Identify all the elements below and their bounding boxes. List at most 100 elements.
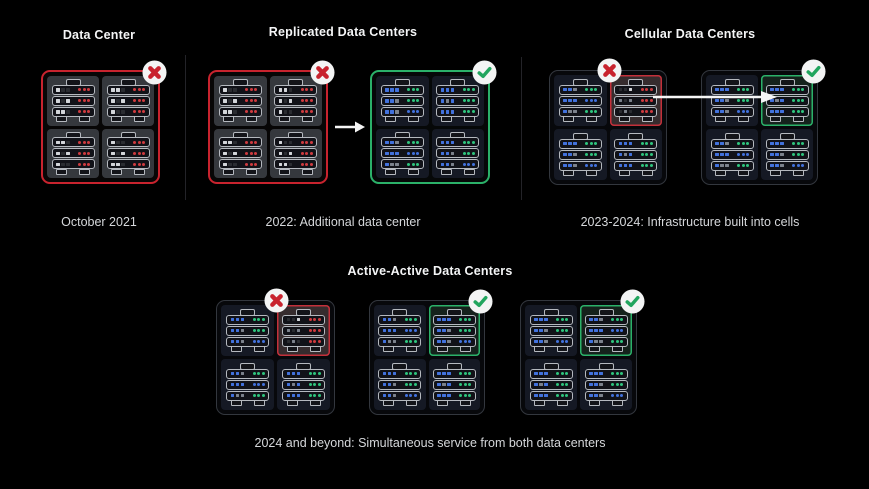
server-cell — [269, 128, 322, 178]
server-rack — [432, 309, 476, 352]
server-unit — [432, 379, 476, 390]
server-unit — [226, 325, 269, 336]
error-badge — [142, 60, 167, 85]
server-unit — [436, 95, 480, 106]
server-unit — [378, 379, 422, 390]
server-cell — [431, 128, 484, 178]
server-unit — [218, 95, 262, 106]
success-badge — [620, 289, 645, 314]
caption-cellular: 2023-2024: Infrastructure built into cel… — [580, 215, 800, 229]
server-unit — [282, 368, 325, 379]
server-cell — [374, 305, 426, 356]
server-unit — [614, 149, 658, 160]
server-unit — [51, 84, 95, 95]
server-unit — [106, 106, 150, 117]
server-unit — [378, 325, 422, 336]
server-cell — [221, 305, 274, 356]
server-unit — [614, 95, 658, 106]
server-unit — [274, 137, 318, 148]
check-icon — [472, 60, 497, 85]
server-unit — [106, 137, 150, 148]
server-unit — [274, 159, 318, 170]
active-cell — [761, 75, 813, 126]
server-cell — [102, 76, 154, 126]
active-active-box-middle — [369, 289, 493, 415]
server-cell — [376, 128, 429, 178]
server-rack — [436, 131, 480, 175]
server-unit — [529, 336, 573, 347]
server-unit — [218, 106, 262, 117]
server-rack — [226, 363, 269, 406]
server-rack — [106, 131, 150, 175]
server-unit — [380, 159, 424, 170]
server-unit — [51, 159, 95, 170]
server-rack — [274, 131, 318, 175]
server-unit — [529, 379, 573, 390]
server-unit — [584, 390, 628, 401]
caption-active-active: 2024 and beyond: Simultaneous service fr… — [254, 436, 606, 450]
server-cell — [580, 359, 632, 410]
check-icon — [620, 289, 645, 314]
server-rack — [529, 309, 573, 352]
section-title-cellular: Cellular Data Centers — [624, 27, 756, 41]
server-cell — [761, 129, 813, 180]
server-unit — [710, 160, 754, 171]
server-rack — [106, 79, 150, 123]
server-rack — [274, 79, 318, 123]
server-rack — [378, 363, 422, 406]
server-unit — [765, 149, 809, 160]
server-unit — [106, 148, 150, 159]
server-unit — [282, 390, 325, 401]
replicated-box-failed — [208, 60, 335, 184]
server-unit — [218, 84, 262, 95]
server-cell — [554, 129, 607, 180]
server-unit — [274, 84, 318, 95]
server-unit — [378, 314, 422, 325]
server-rack — [558, 133, 602, 176]
server-rack — [218, 131, 262, 175]
section-title-data-center: Data Center — [62, 28, 136, 42]
server-unit — [51, 137, 95, 148]
success-badge — [472, 60, 497, 85]
server-rack — [710, 79, 754, 122]
server-unit — [558, 84, 602, 95]
server-unit — [558, 160, 602, 171]
server-unit — [558, 138, 602, 149]
server-unit — [710, 84, 754, 95]
server-unit — [710, 149, 754, 160]
server-unit — [106, 84, 150, 95]
server-cell — [214, 128, 267, 178]
arrow-right-icon — [334, 118, 366, 136]
server-unit — [436, 137, 480, 148]
server-unit — [432, 390, 476, 401]
server-unit — [274, 106, 318, 117]
server-unit — [558, 106, 602, 117]
server-unit — [282, 379, 325, 390]
server-cell — [706, 75, 758, 126]
server-unit — [765, 106, 809, 117]
server-unit — [380, 137, 424, 148]
server-rack — [380, 131, 424, 175]
server-unit — [432, 368, 476, 379]
server-unit — [436, 106, 480, 117]
server-unit — [226, 379, 269, 390]
server-unit — [614, 160, 658, 171]
server-unit — [710, 106, 754, 117]
check-icon — [801, 59, 826, 84]
server-cell — [428, 359, 480, 410]
active-cell — [580, 305, 632, 356]
server-rack — [432, 363, 476, 406]
server-unit — [380, 106, 424, 117]
server-unit — [584, 314, 628, 325]
section-divider — [185, 55, 186, 200]
server-unit — [436, 84, 480, 95]
server-unit — [218, 159, 262, 170]
section-title-active-active: Active-Active Data Centers — [347, 264, 513, 278]
server-rack — [584, 309, 628, 352]
server-unit — [436, 159, 480, 170]
x-icon — [264, 288, 289, 313]
server-unit — [765, 84, 809, 95]
caption-replicated: 2022: Additional data center — [265, 215, 421, 229]
server-rack — [226, 309, 269, 352]
